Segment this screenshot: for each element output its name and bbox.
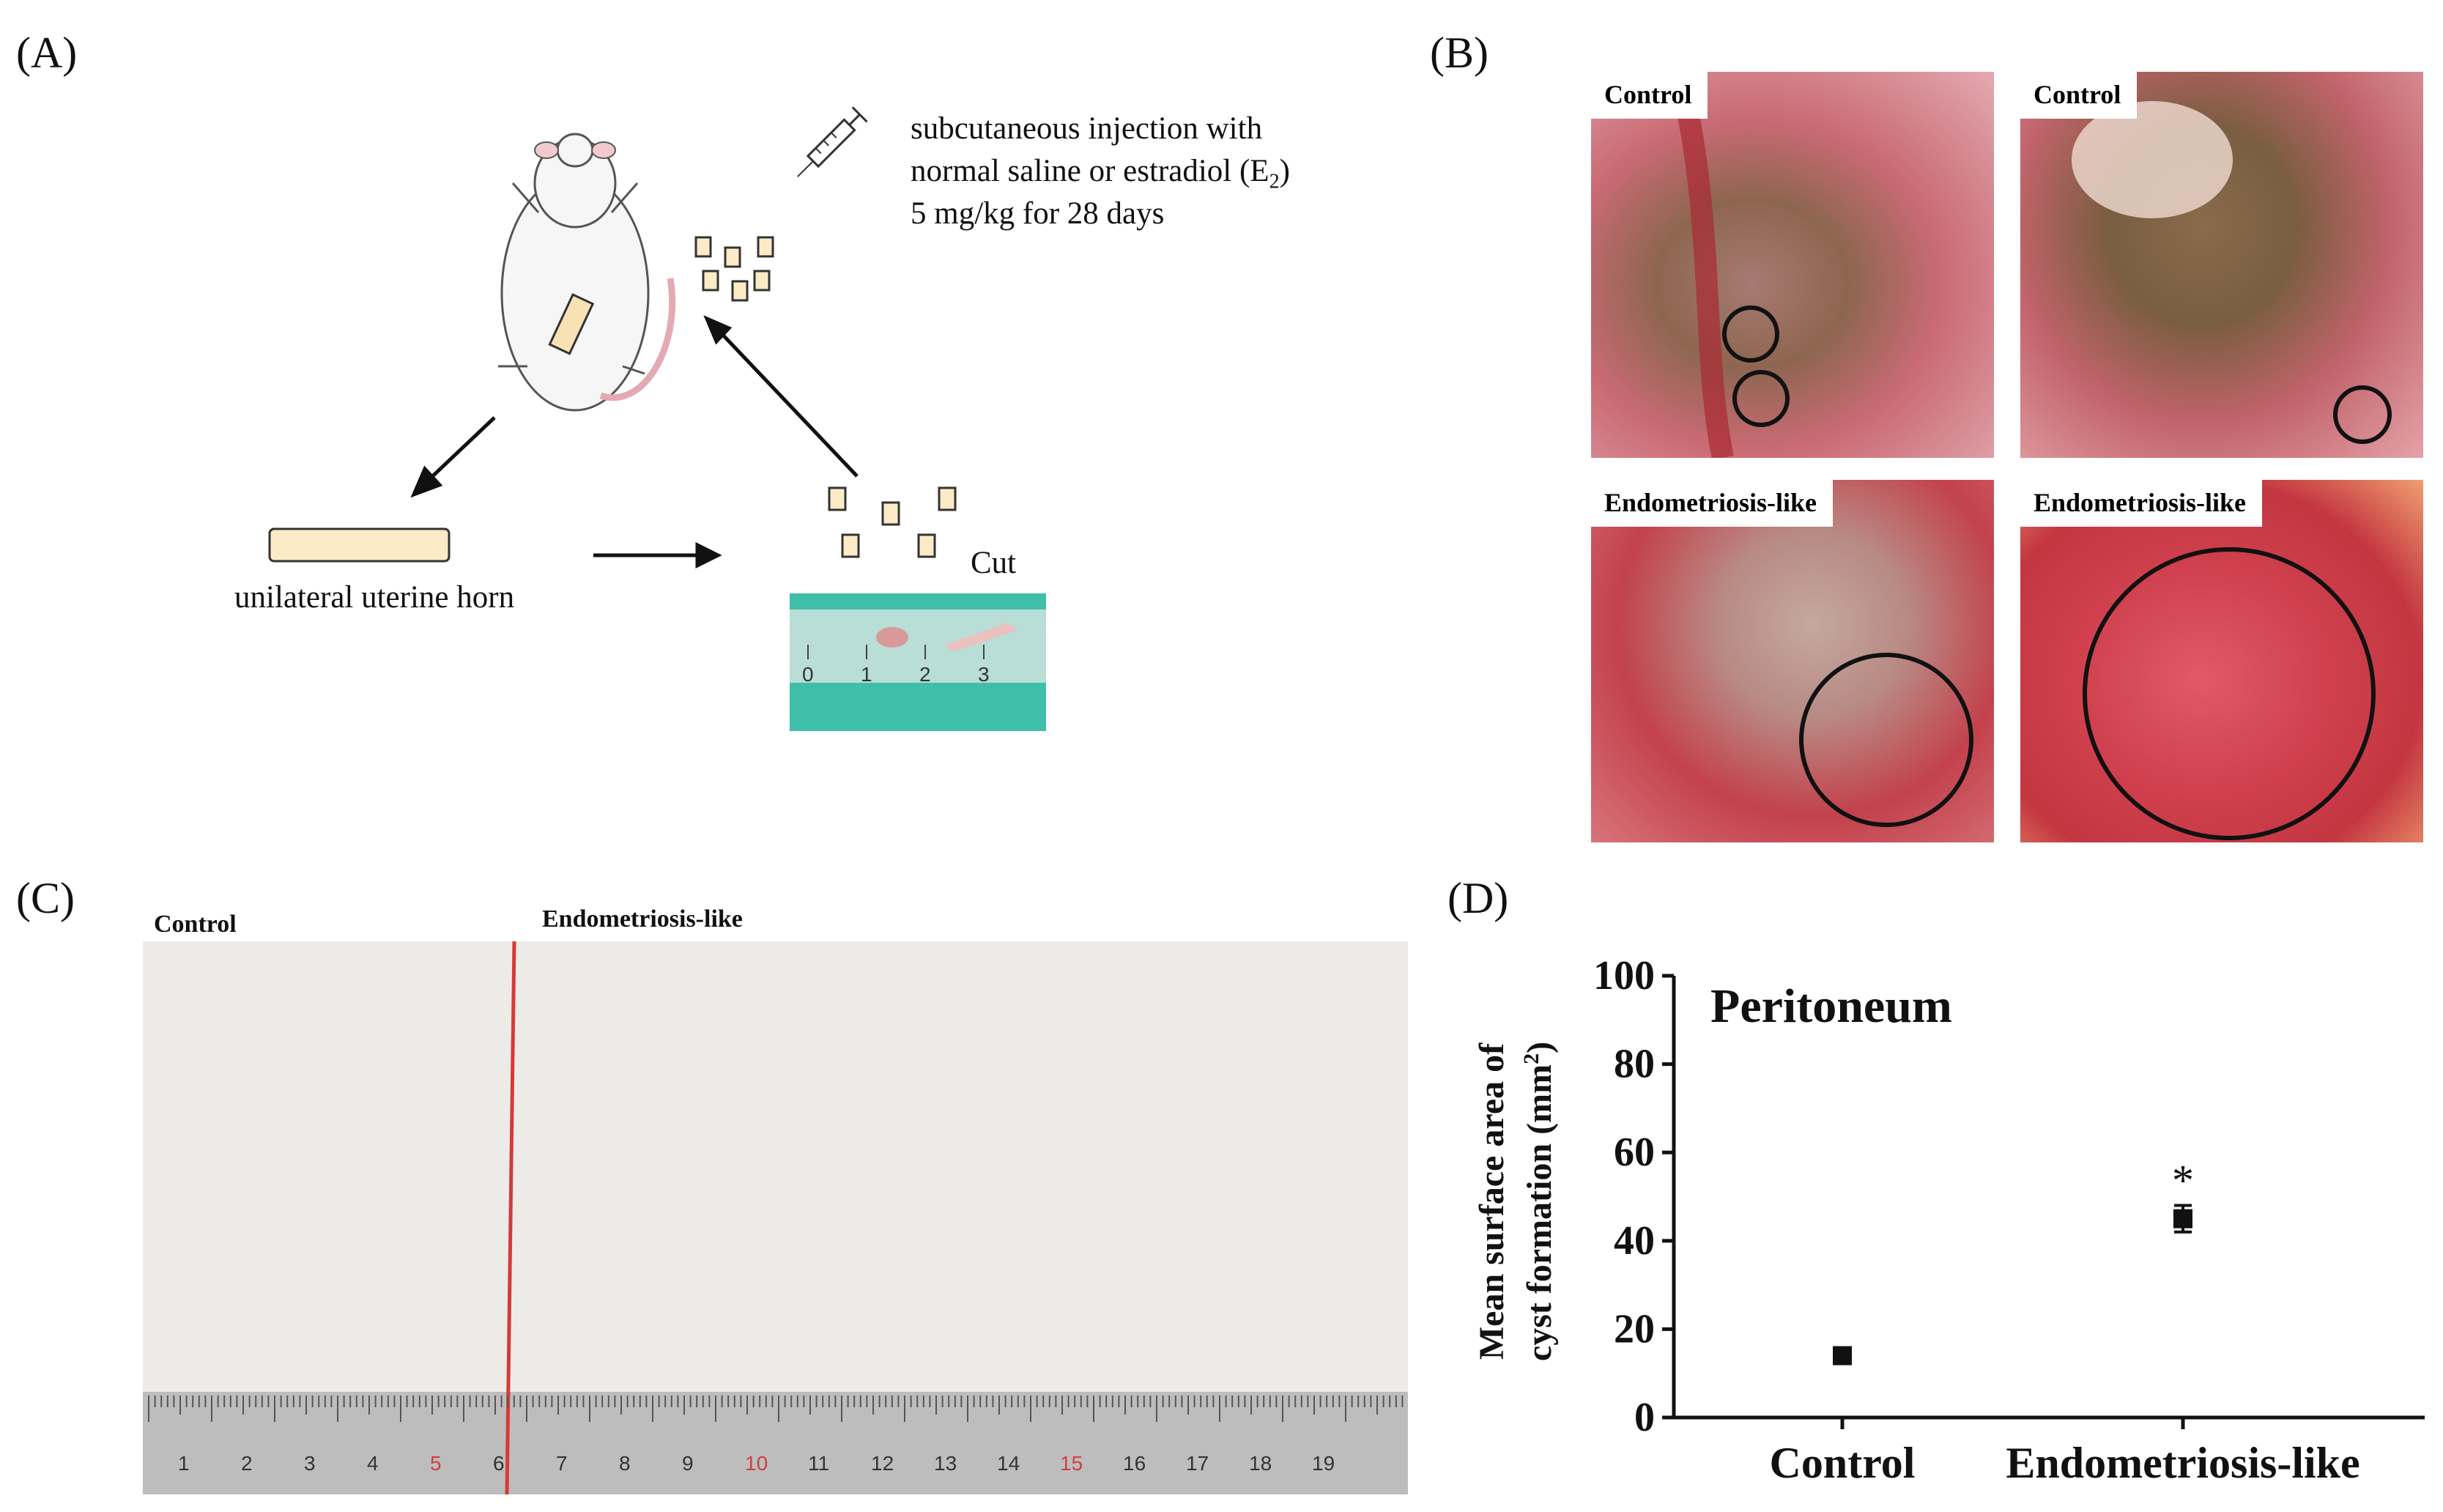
ruler-a-numbers: 0 1 2 3 [798, 663, 1048, 692]
y-tick-label: 0 [1634, 1395, 1655, 1440]
ruler-photo-a [790, 593, 1046, 731]
photo-b3-circles [1799, 653, 1973, 827]
panel-label-d: (D) [1447, 874, 1509, 922]
ruler-c-number: 15 [1060, 1452, 1083, 1475]
injection-text-line2: normal saline or estradiol (E2) [911, 150, 1290, 204]
injection-text-line1: subcutaneous injection with [911, 111, 1263, 146]
flow-arrows [410, 315, 859, 569]
ruler-c-number: 14 [997, 1452, 1020, 1475]
photo-b3-tag: Endometriosis-like [1591, 480, 1834, 527]
ruler-c-number: 5 [430, 1452, 442, 1475]
photo-b-control-2: Control [2020, 72, 2423, 458]
tissue-fragments-top [694, 236, 774, 302]
rat-illustration [498, 133, 676, 412]
cysts-photo [143, 941, 1408, 1494]
ruler-a-num: 1 [861, 663, 872, 686]
cut-label: Cut [971, 546, 1017, 580]
ruler-a-num: 0 [802, 663, 814, 686]
panel-label-c: (C) [16, 874, 75, 922]
data-point [2173, 1209, 2192, 1228]
ruler-c-number: 13 [934, 1452, 957, 1475]
injection-line2-close: ) [1279, 154, 1290, 188]
tissue-fragments-cut [828, 486, 957, 558]
horn-label: unilateral uterine horn [234, 580, 515, 615]
ruler-c-number: 1 [178, 1452, 190, 1475]
injection-text-line3: 5 mg/kg for 28 days [911, 196, 1165, 231]
syringe-icon [797, 106, 868, 177]
panel-a-drawing [268, 106, 1046, 731]
ruler-c-number: 17 [1186, 1452, 1209, 1475]
ruler-c-number: 6 [493, 1452, 505, 1475]
ylabel-line2: cyst formation (mm2) [1512, 996, 1560, 1407]
y-tick-label: 40 [1614, 1218, 1655, 1264]
cysts-drawing [143, 941, 1408, 1494]
y-tick-label: 100 [1593, 953, 1655, 998]
x-tick-label: Control [1770, 1439, 1916, 1487]
injection-line2-text: normal saline or estradiol (E [911, 154, 1269, 188]
ruler-c-number: 19 [1312, 1452, 1335, 1475]
ruler-c-number: 7 [556, 1452, 568, 1475]
photo-b-control-1: Control [1591, 72, 1994, 458]
ruler-a-num: 3 [978, 663, 990, 686]
photo-b4-tag: Endometriosis-like [2020, 480, 2263, 527]
uterine-horn-shape [268, 527, 451, 563]
photo-b1-circles [1668, 72, 1790, 458]
photo-b-endo-1: Endometriosis-like [1591, 480, 1994, 842]
panel-label-a: (A) [16, 29, 78, 77]
ruler-c-number: 16 [1123, 1452, 1146, 1475]
ylabel-superscript: 2 [1519, 1053, 1543, 1064]
photo-b4-circles [2083, 547, 2376, 840]
ruler-c-number: 3 [304, 1452, 316, 1475]
x-tick-label: Endometriosis-like [2006, 1439, 2359, 1487]
ruler-c-number: 10 [745, 1452, 768, 1475]
photo-b2-tag: Control [2020, 72, 2138, 119]
ylabel-line1: Mean surface area of [1472, 1042, 1511, 1360]
panel-c-control-label: Control [154, 911, 237, 938]
significance-star: * [2172, 1157, 2194, 1205]
photo-b1-tag: Control [1591, 72, 1708, 119]
ruler-c-number: 11 [808, 1452, 830, 1475]
ruler-c-number: 2 [241, 1452, 253, 1475]
ylabel-line2-close: ) [1520, 1041, 1559, 1053]
ruler-c-number: 9 [682, 1452, 694, 1475]
y-tick-label: 20 [1614, 1306, 1655, 1352]
ruler-c-number: 4 [367, 1452, 379, 1475]
photo-b-endo-2: Endometriosis-like [2020, 480, 2423, 842]
chart-ylabel: Mean surface area of cyst formation (mm2… [1472, 996, 1560, 1407]
data-point [1833, 1346, 1852, 1365]
chart-title: Peritoneum [1710, 979, 1952, 1033]
ruler-c-body [143, 1392, 1408, 1494]
panel-c-endo-label: Endometriosis-like [542, 905, 743, 933]
ruler-c-number: 18 [1249, 1452, 1272, 1475]
ruler-c-number: 12 [871, 1452, 894, 1475]
estradiol-subscript: 2 [1269, 170, 1280, 193]
y-tick-label: 80 [1614, 1042, 1655, 1087]
ruler-a-num: 2 [919, 663, 931, 686]
photo-b2-circles [2072, 101, 2392, 444]
ylabel-line2-text: cyst formation (mm [1520, 1064, 1559, 1362]
y-tick-label: 60 [1614, 1130, 1655, 1175]
ruler-c-number: 8 [619, 1452, 631, 1475]
panel-label-b: (B) [1430, 29, 1489, 77]
